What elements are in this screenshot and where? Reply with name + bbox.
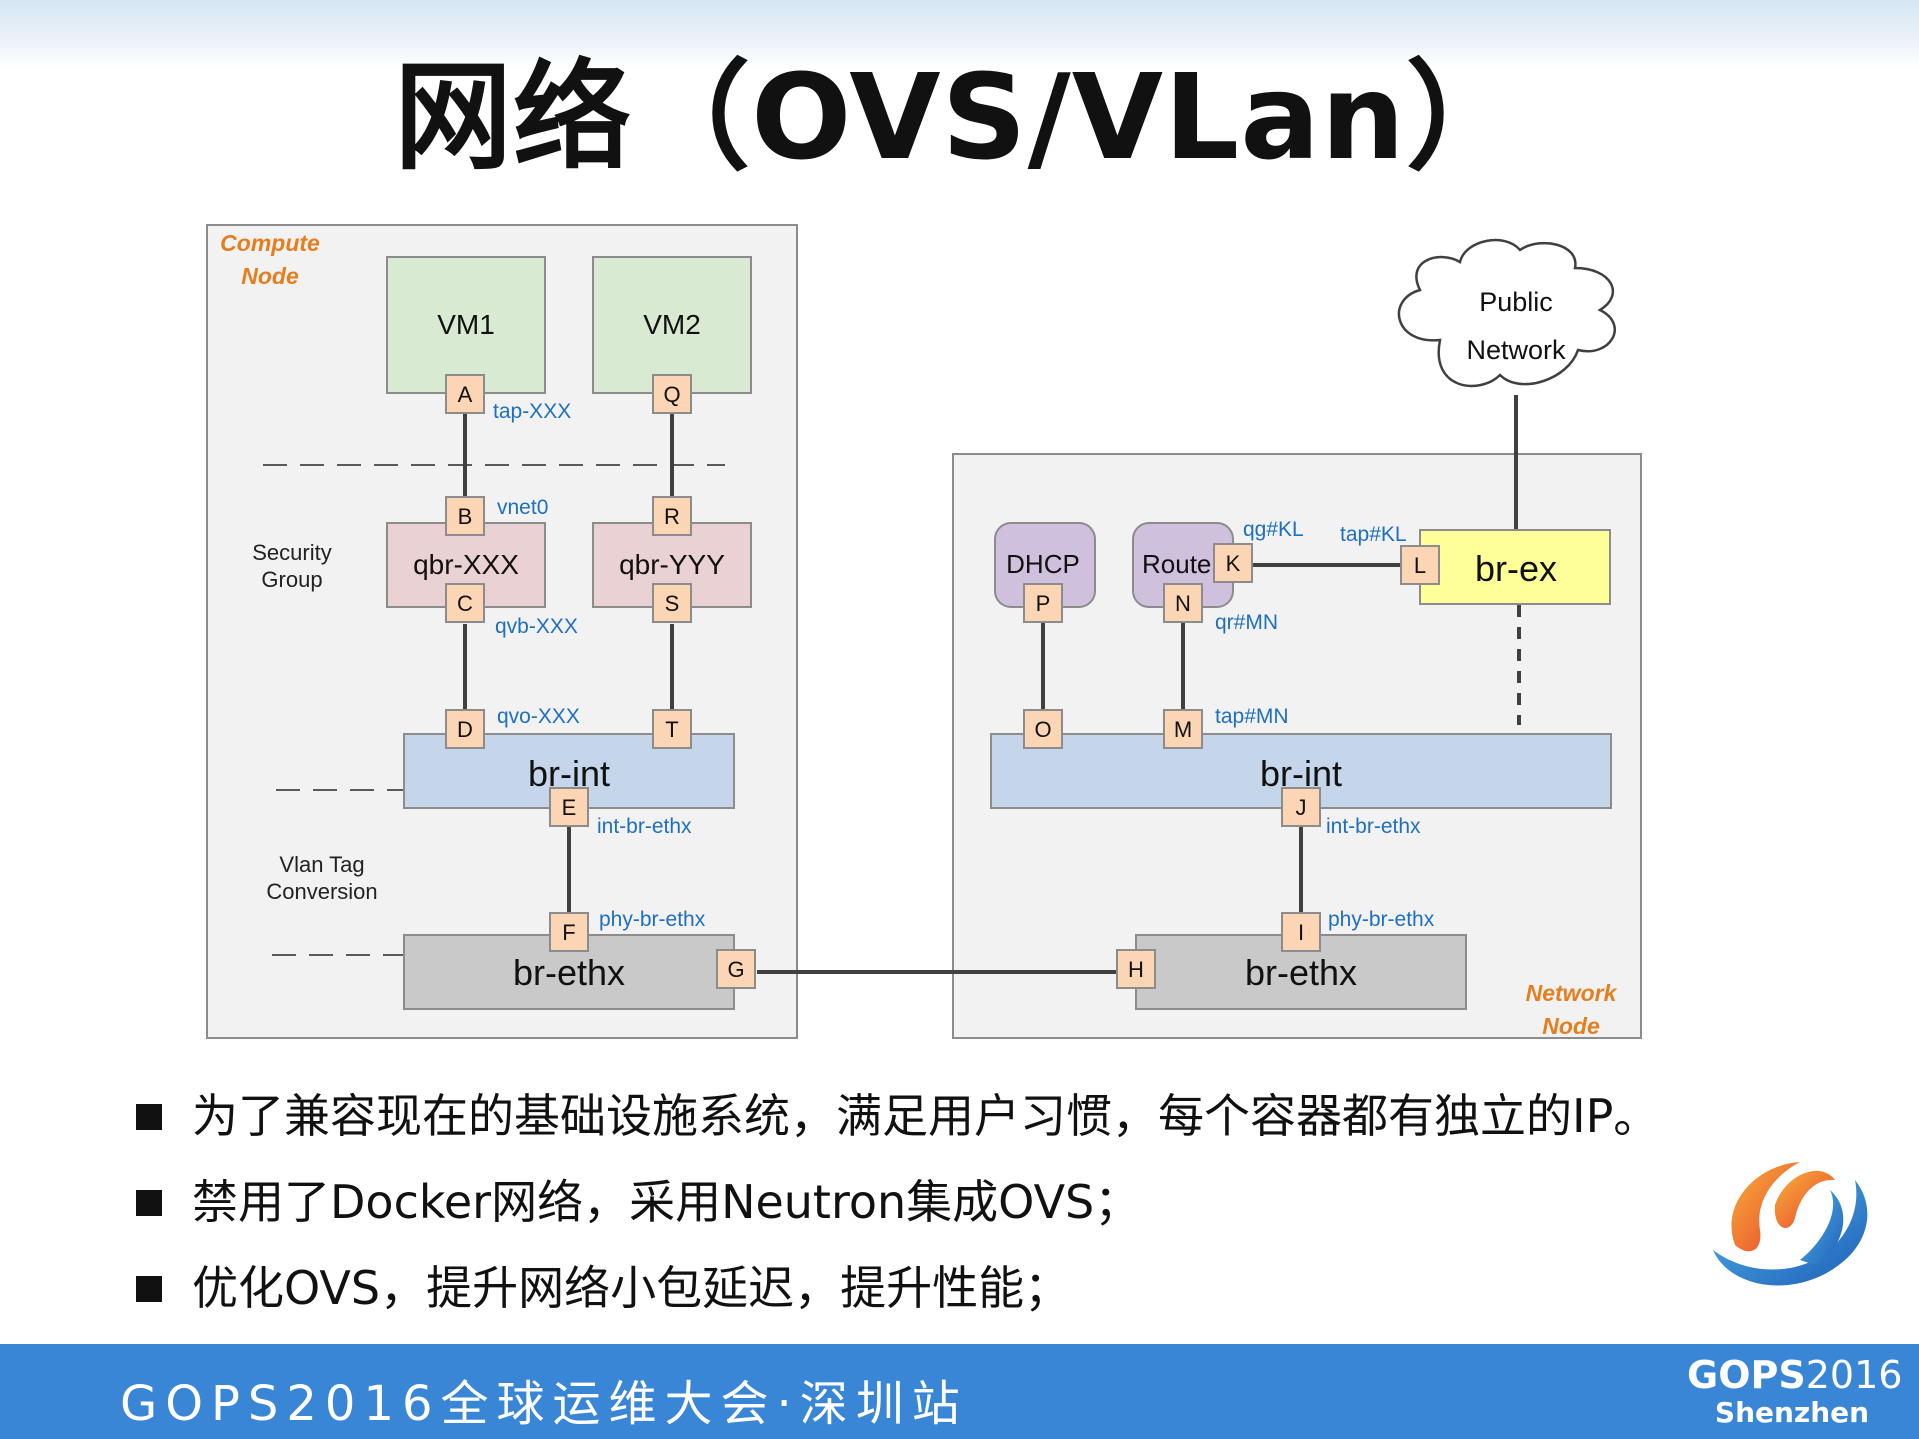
vm1-box (386, 256, 546, 394)
port-r: R (652, 496, 692, 536)
ovs-vlan-diagram: Compute Node Network Node Security Group… (206, 224, 1642, 1039)
port-label: L (1414, 553, 1426, 578)
qvb-xxx-label: qvb-XXX (495, 615, 578, 638)
tap-kl-label: tap#KL (1340, 523, 1407, 546)
ports-layer: A B C D E F G H I J K L M N O P Q R S T (445, 374, 1440, 989)
compute-node-label: Compute (220, 230, 320, 256)
port-label: K (1226, 551, 1241, 576)
bullet-square-icon (136, 1276, 162, 1302)
port-label: B (458, 504, 473, 529)
port-p: P (1023, 583, 1063, 623)
port-label: T (665, 717, 678, 742)
br-ethx-compute-label: br-ethx (513, 952, 625, 993)
port-label: F (562, 920, 575, 945)
br-ex-label: br-ex (1475, 548, 1557, 589)
port-o: O (1023, 709, 1063, 749)
page-title: 网络（OVS/VLan） (394, 48, 1525, 186)
security-group-label-2: Group (261, 567, 322, 592)
qbr-xxx-label: qbr-XXX (413, 549, 519, 580)
network-node-label-2: Node (1542, 1013, 1600, 1039)
gops-logo-icon (1713, 1162, 1868, 1286)
vm2-label: VM2 (643, 309, 701, 340)
port-h: H (1116, 949, 1156, 989)
bullet-list: 为了兼容现在的基础设施系统，满足用户习惯，每个容器都有独立的IP。 禁用了Doc… (132, 1080, 1732, 1338)
bullet-text: 优化OVS，提升网络小包延迟，提升性能； (192, 1261, 1071, 1315)
qbr-yyy-label: qbr-YYY (619, 549, 725, 580)
vlan-tag-label: Vlan Tag (279, 852, 364, 877)
port-n: N (1163, 583, 1203, 623)
port-d: D (445, 709, 485, 749)
port-k: K (1213, 543, 1253, 583)
vnet0-label: vnet0 (497, 496, 548, 519)
port-b: B (445, 496, 485, 536)
dhcp-label: DHCP (1006, 549, 1080, 579)
port-label: Q (663, 382, 680, 407)
port-label: O (1034, 717, 1051, 742)
port-label: I (1298, 920, 1304, 945)
bullet-item: 禁用了Docker网络，采用Neutron集成OVS； (132, 1166, 1732, 1252)
port-g: G (716, 949, 756, 989)
port-label: N (1175, 591, 1191, 616)
brand-city: Shenzhen (1714, 1396, 1870, 1429)
port-label: J (1296, 795, 1307, 820)
port-label: R (664, 504, 680, 529)
vm2-box (592, 256, 752, 394)
public-network-label: Public (1479, 287, 1553, 317)
bullet-text: 为了兼容现在的基础设施系统，满足用户习惯，每个容器都有独立的IP。 (192, 1089, 1660, 1143)
port-label: E (562, 795, 577, 820)
bullet-item: 优化OVS，提升网络小包延迟，提升性能； (132, 1252, 1732, 1338)
network-node-label: Network (1526, 980, 1618, 1006)
port-label: G (727, 957, 744, 982)
int-br-ethx-compute-label: int-br-ethx (597, 815, 692, 838)
bullet-square-icon (136, 1104, 162, 1130)
port-q: Q (652, 374, 692, 414)
bullet-text: 禁用了Docker网络，采用Neutron集成OVS； (192, 1175, 1141, 1229)
port-f: F (549, 912, 589, 952)
qg-kl-label: qg#KL (1243, 518, 1304, 541)
port-t: T (652, 709, 692, 749)
port-label: M (1174, 717, 1192, 742)
footer-bar: GOPS2016全球运维大会·深圳站 GOPS2016 Shenzhen (0, 1344, 1919, 1439)
public-network-label-2: Network (1466, 335, 1566, 365)
footer-brand: GOPS2016 Shenzhen (1687, 1353, 1902, 1430)
public-network-cloud (1397, 238, 1616, 388)
compute-node-label-2: Node (241, 263, 299, 289)
port-label: C (457, 591, 473, 616)
port-l: L (1400, 545, 1440, 585)
port-s: S (652, 583, 692, 623)
qr-mn-label: qr#MN (1215, 611, 1278, 634)
tap-mn-label: tap#MN (1215, 705, 1289, 728)
qvo-xxx-label: qvo-XXX (497, 705, 580, 728)
top-gradient-band (0, 0, 1919, 70)
vm1-label: VM1 (437, 309, 495, 340)
port-label: P (1036, 591, 1051, 616)
brand-year: 2016 (1805, 1353, 1903, 1397)
port-m: M (1163, 709, 1203, 749)
port-label: S (665, 591, 680, 616)
port-e: E (549, 787, 589, 827)
port-label: H (1128, 957, 1144, 982)
br-ex-box (1419, 529, 1611, 605)
port-a: A (445, 374, 485, 414)
phy-br-ethx-network-label: phy-br-ethx (1328, 908, 1435, 931)
footer-conference-text: GOPS2016全球运维大会·深圳站 (120, 1376, 968, 1432)
port-label: D (457, 717, 473, 742)
bullet-square-icon (136, 1190, 162, 1216)
security-group-label: Security (252, 540, 331, 565)
vlan-tag-label-2: Conversion (266, 879, 377, 904)
port-label: A (458, 382, 473, 407)
bullet-item: 为了兼容现在的基础设施系统，满足用户习惯，每个容器都有独立的IP。 (132, 1080, 1732, 1166)
brand-main: GOPS (1687, 1353, 1806, 1397)
port-j: J (1281, 787, 1321, 827)
int-br-ethx-network-label: int-br-ethx (1326, 815, 1421, 838)
br-ethx-network-label: br-ethx (1245, 952, 1357, 993)
port-i: I (1281, 912, 1321, 952)
tap-xxx-label: tap-XXX (493, 400, 571, 423)
port-c: C (445, 583, 485, 623)
phy-br-ethx-compute-label: phy-br-ethx (599, 908, 706, 931)
router-label: Router (1142, 549, 1220, 579)
